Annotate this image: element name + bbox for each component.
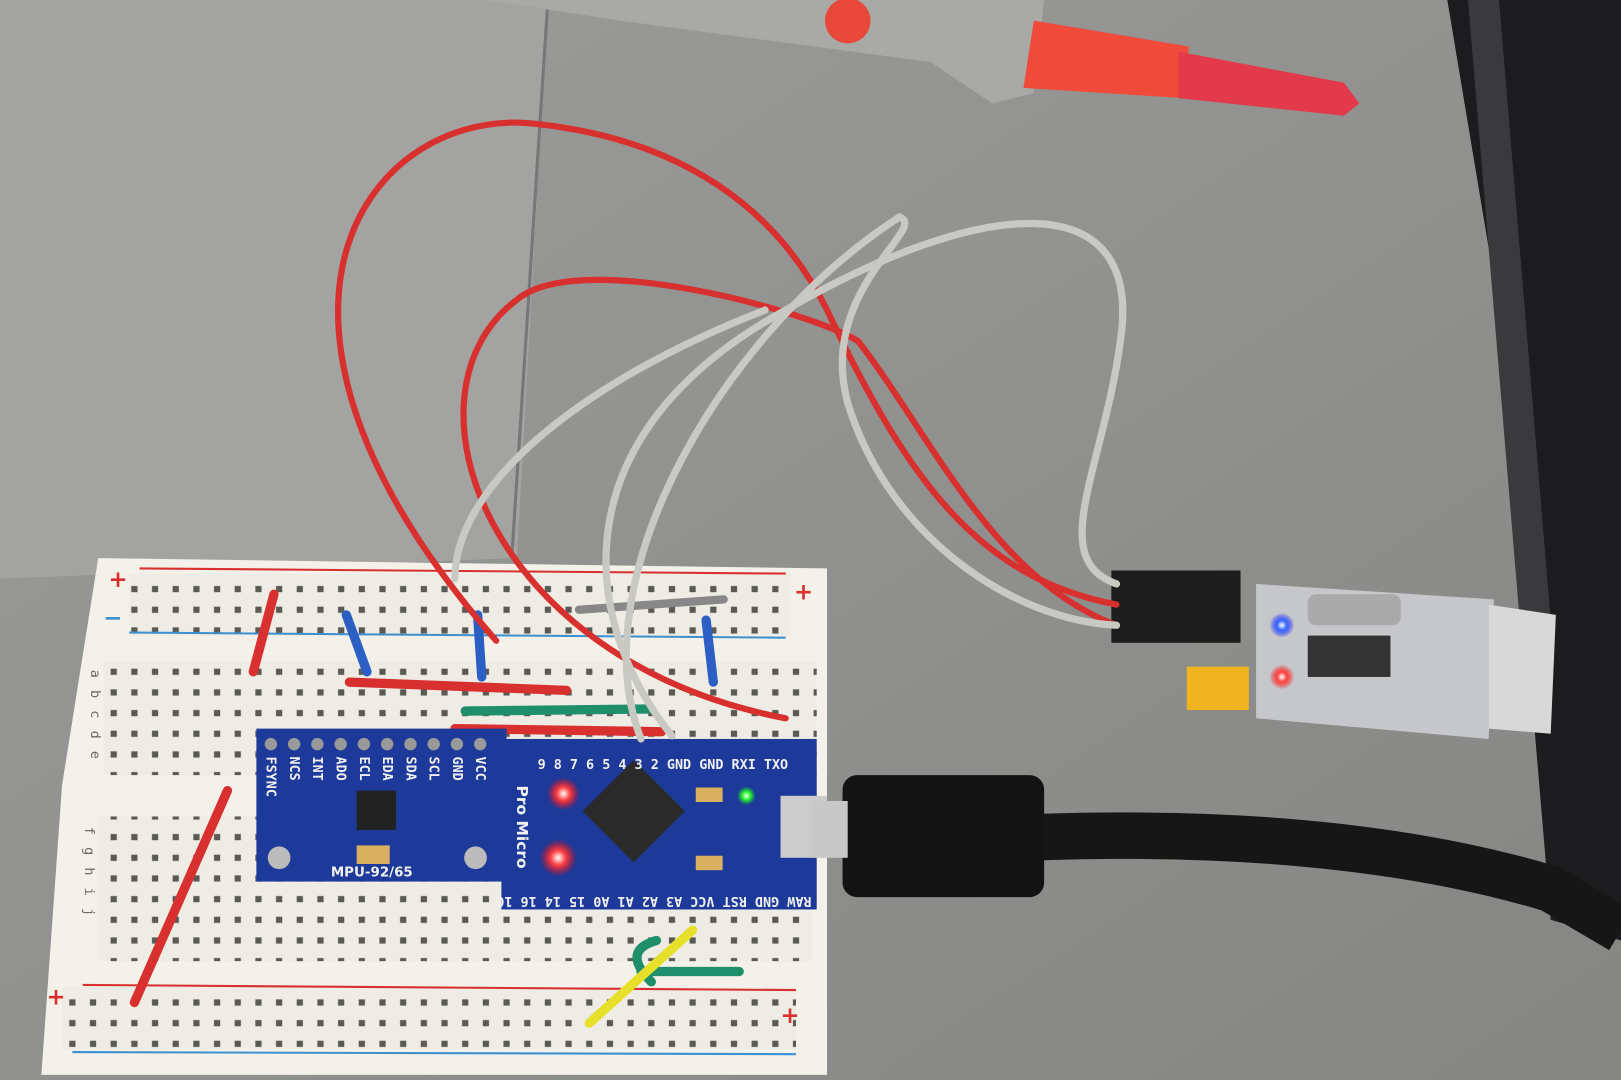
mpu-pin-hole [264, 737, 278, 751]
mpu-9265-board: MPU-92/65 FSYNC NCS INT ADO ECL EDA SDA SCL GND V… [256, 728, 507, 882]
pro-micro-board [501, 738, 828, 910]
multimeter-probe [485, 0, 1360, 116]
mpu-pin-hole [357, 737, 371, 751]
mpu-pin-label: EDA [379, 757, 394, 781]
mpu-pin-label: ECL [356, 757, 371, 781]
rail-plus-label: + [781, 1003, 800, 1029]
row-letters-top: a b c d e [87, 670, 102, 761]
led-green [737, 786, 756, 806]
led-red [539, 839, 577, 877]
rail-minus-label: − [103, 605, 122, 631]
mpu-pin-hole [334, 737, 347, 751]
mpu-pin-label: SDA [402, 757, 417, 781]
pro-micro-top-pins: 9 8 7 6 5 4 3 2 GND GND RXI TXO [538, 758, 789, 773]
rail-plus-label: + [794, 579, 813, 605]
row-letters-bottom: f g h i j [81, 827, 96, 918]
rail-plus-label: + [109, 567, 128, 593]
led-blue [1269, 612, 1295, 638]
mpu-pin-label: VCC [472, 757, 487, 781]
mpu-pin-label: INT [309, 757, 324, 781]
mpu-pin-label: ADO [333, 757, 348, 781]
usb-serial-adapter [1111, 570, 1556, 739]
pro-micro-bottom-pins: RAW GND RST VCC A3 A2 A1 A0 15 14 16 10 [496, 893, 811, 908]
mpu-board-label: MPU-92/65 [331, 865, 413, 880]
pro-micro-label: Pro Micro [513, 785, 531, 868]
led-red [546, 777, 580, 811]
jumper-wires [129, 589, 744, 1028]
led-red [1269, 664, 1295, 690]
mpu-pin-label: GND [449, 757, 464, 781]
mpu-pin-label: FSYNC [263, 757, 278, 797]
usb-cable [811, 775, 1621, 951]
mpu-pin-hole [404, 737, 417, 751]
label-layer: Pro Micro 9 8 7 6 5 4 3 2 GND GND RXI TX… [81, 670, 812, 918]
table-panel [0, 0, 548, 579]
mpu-pin-hole [473, 737, 487, 751]
rail-plus-label: + [47, 985, 66, 1011]
mpu-pin-hole [427, 737, 440, 751]
mpu-pin-hole [287, 737, 301, 751]
mpu-pin-label: SCL [426, 757, 441, 781]
mpu-pin-hole [311, 737, 324, 751]
mpu-pin-label: NCS [286, 757, 301, 781]
mpu-pin-hole [380, 737, 394, 751]
long-wires [334, 119, 1127, 743]
mpu-pin-hole [450, 737, 464, 751]
